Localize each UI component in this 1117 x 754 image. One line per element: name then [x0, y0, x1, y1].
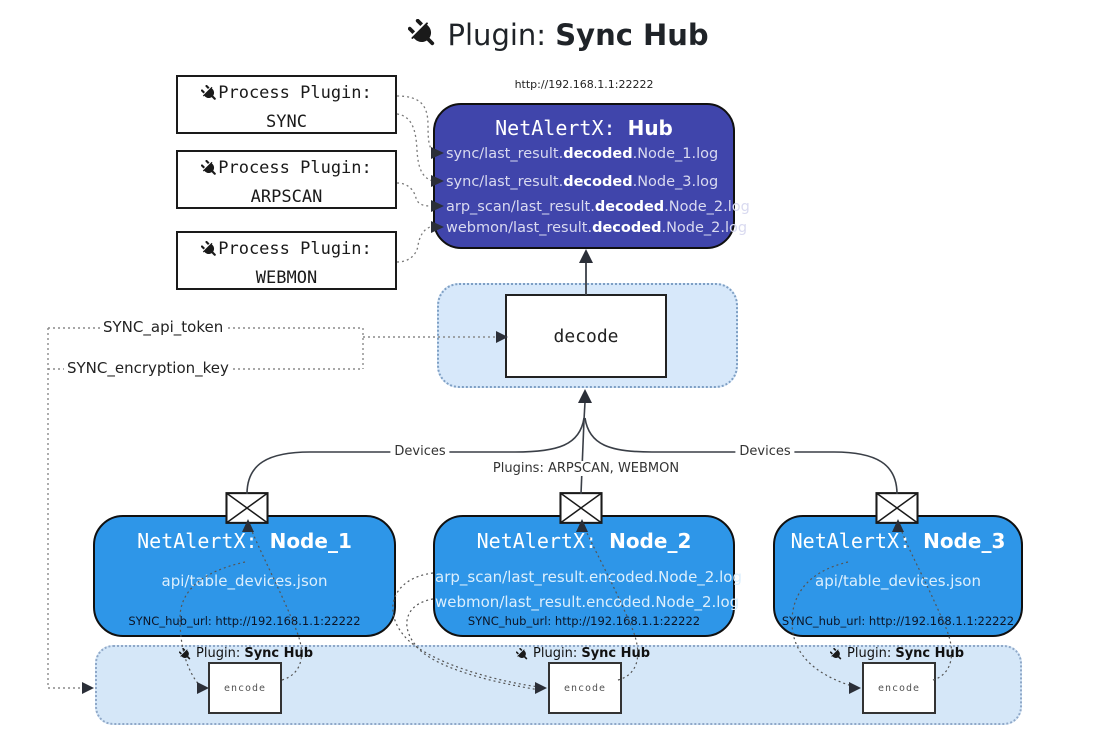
- process-plugin-name: ARPSCAN: [250, 187, 323, 207]
- node-file: api/table_devices.json: [161, 572, 328, 590]
- hub-url-label: http://192.168.1.1:22222: [514, 78, 654, 91]
- plug-icon: [201, 241, 218, 266]
- band-plugin-label: Plugin: Sync Hub: [830, 646, 964, 665]
- plug-icon: [201, 160, 218, 185]
- plug-icon: [179, 648, 192, 665]
- envelope-icon: [225, 492, 269, 528]
- page-title-prefix: Plugin:: [447, 18, 556, 52]
- process-plugin-label: Process Plugin:: [178, 81, 395, 110]
- node-box-node1: NetAlertX: Node_1 api/table_devices.json…: [93, 515, 396, 637]
- node-title: NetAlertX: Node_3: [790, 529, 1006, 553]
- plug-icon: [830, 648, 843, 665]
- process-plugin-box-sync: Process Plugin: SYNC: [176, 75, 397, 134]
- process-plugin-name: WEBMON: [255, 268, 318, 288]
- band-plugin-label: Plugin: Sync Hub: [516, 646, 650, 665]
- sync-api-token-label: SYNC_api_token: [100, 318, 227, 336]
- band-plugin-label: Plugin: Sync Hub: [179, 646, 313, 665]
- hub-log-entry: webmon/last_result.decoded.Node_2.log: [446, 220, 748, 236]
- plug-icon: [516, 648, 529, 665]
- node-title: NetAlertX: Node_2: [476, 529, 692, 553]
- node-file: api/table_devices.json: [815, 572, 981, 590]
- node-hub-url: SYNC_hub_url: http://192.168.1.1:22222: [781, 614, 1015, 628]
- edge-label-devices-left: Devices: [390, 444, 450, 459]
- page-title: Plugin: Sync Hub: [0, 18, 1117, 56]
- node-hub-url: SYNC_hub_url: http://192.168.1.1:22222: [128, 614, 361, 628]
- node-title: NetAlertX: Node_1: [137, 529, 352, 553]
- sync-encryption-key-label: SYNC_encryption_key: [64, 359, 232, 377]
- node-box-node2: NetAlertX: Node_2 arp_scan/last_result.e…: [433, 515, 742, 637]
- hub-title: NetAlertX: Hub: [495, 116, 673, 140]
- process-plugin-box-webmon: Process Plugin: WEBMON: [176, 231, 397, 290]
- encode-box: encode: [208, 662, 282, 714]
- node-box-node3: NetAlertX: Node_3 api/table_devices.json…: [773, 515, 1023, 637]
- process-plugin-label: Process Plugin:: [178, 156, 395, 185]
- edge-label-plugins: Plugins: ARPSCAN, WEBMON: [488, 461, 684, 476]
- edge-label-devices-right: Devices: [735, 444, 795, 459]
- decode-box: decode: [505, 294, 667, 378]
- node-file: webmon/last_result.encoded.Node_2.log: [435, 593, 740, 611]
- hub-log-entry: arp_scan/last_result.decoded.Node_2.log: [446, 199, 750, 215]
- plug-icon: [408, 19, 438, 56]
- node-hub-url: SYNC_hub_url: http://192.168.1.1:22222: [467, 614, 701, 628]
- page-title-name: Sync Hub: [555, 18, 709, 52]
- hub-box: NetAlertX: Hub sync/last_result.decoded.…: [433, 103, 750, 249]
- plug-icon: [201, 85, 218, 110]
- envelope-icon: [875, 492, 919, 528]
- hub-log-entry: sync/last_result.decoded.Node_1.log: [446, 146, 719, 162]
- process-plugin-name: SYNC: [266, 112, 307, 132]
- envelope-icon: [559, 492, 603, 528]
- process-plugin-label: Process Plugin:: [178, 237, 395, 266]
- encode-box: encode: [862, 662, 936, 714]
- node-file: arp_scan/last_result.encoded.Node_2.log: [435, 568, 742, 586]
- hub-log-entry: sync/last_result.decoded.Node_3.log: [446, 174, 719, 190]
- encode-box: encode: [548, 662, 622, 714]
- process-plugin-box-arpscan: Process Plugin: ARPSCAN: [176, 150, 397, 209]
